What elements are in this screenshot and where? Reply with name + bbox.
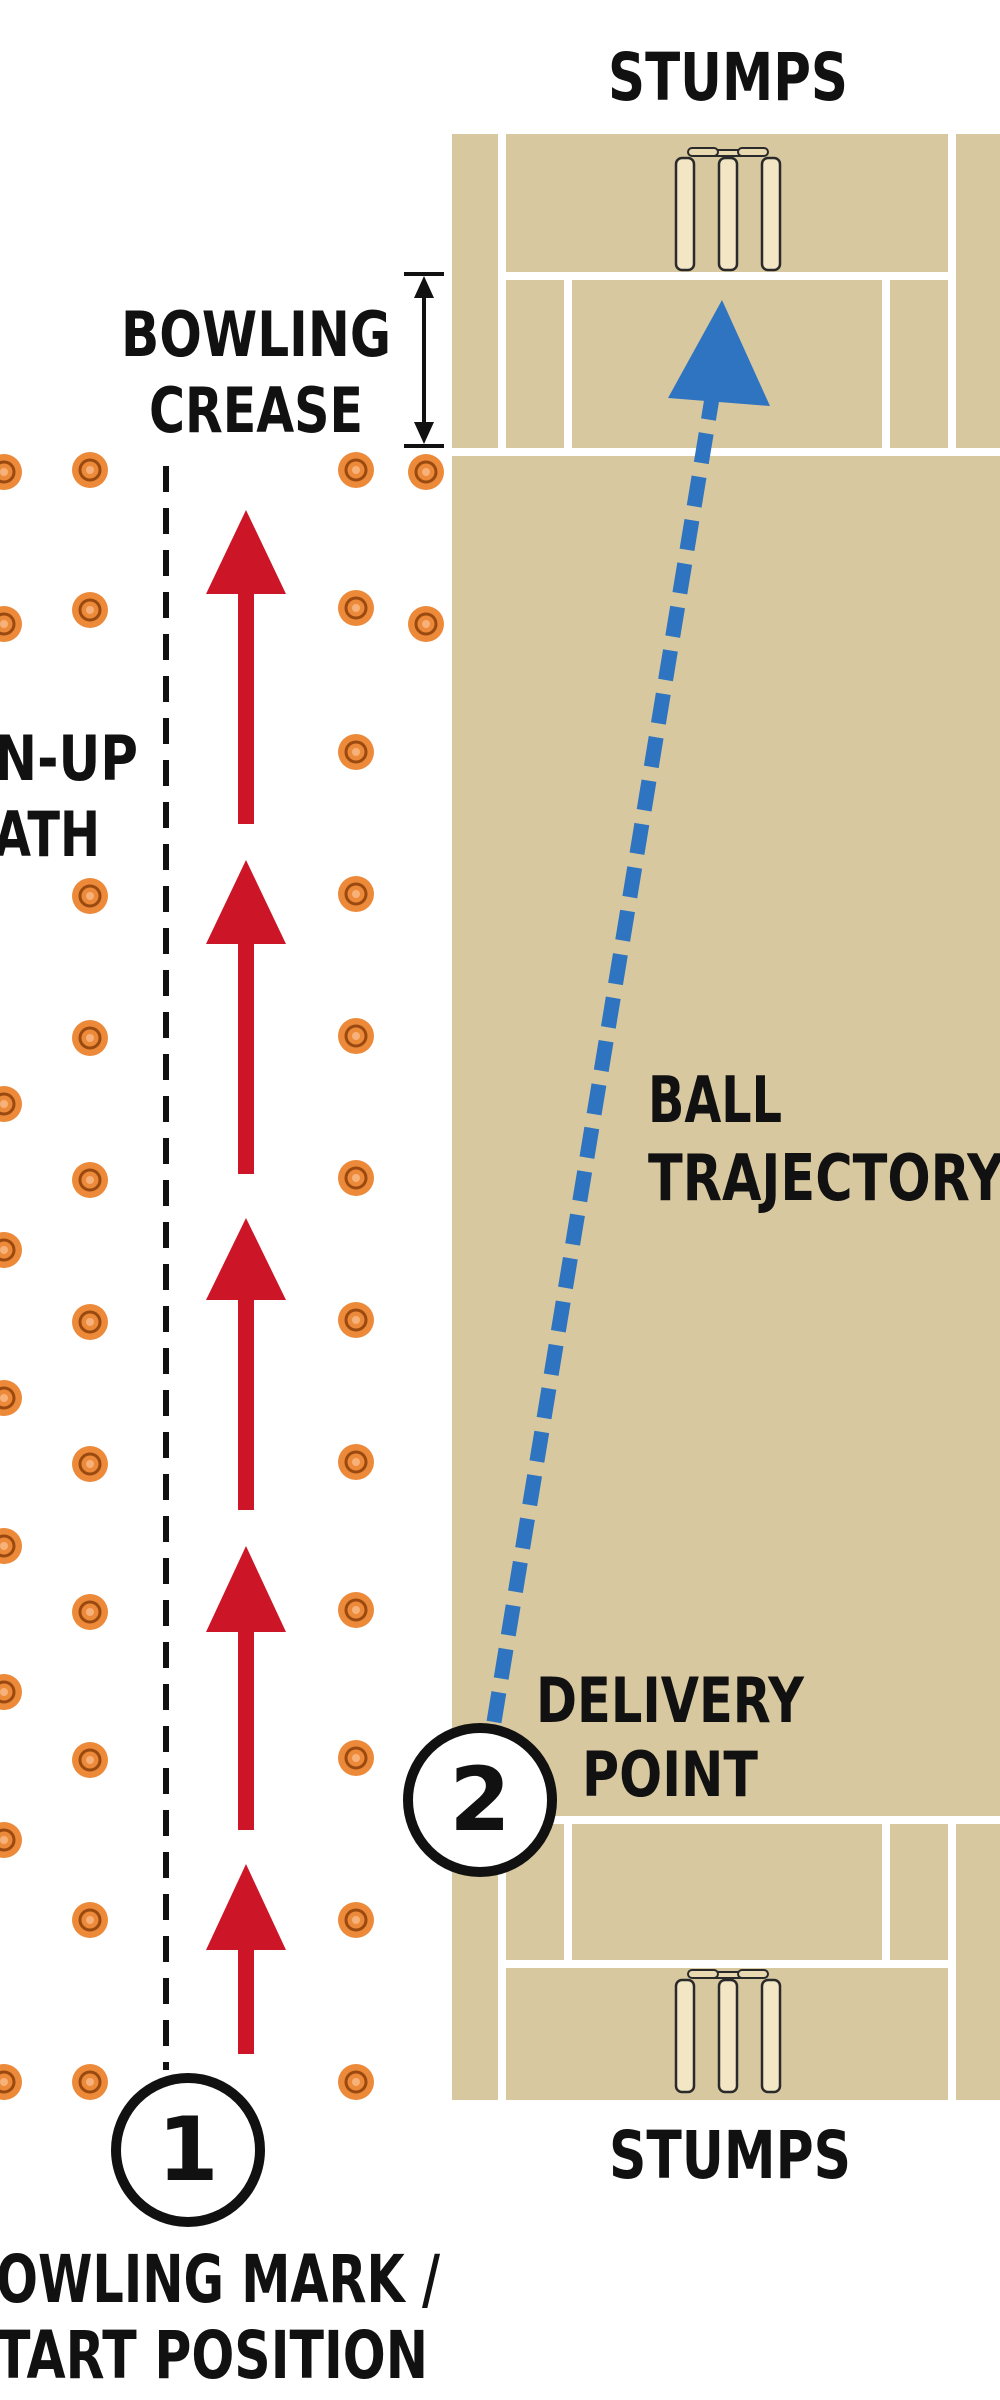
ball-trajectory-label-line1: BALL	[648, 1064, 782, 1138]
top-crease-lines	[452, 134, 1000, 456]
start-position-marker: 1	[111, 2073, 265, 2227]
cone-marker-icon	[336, 450, 376, 490]
bowling-crease-label-line1: BOWLING	[121, 298, 391, 371]
cone-marker-icon	[406, 452, 446, 492]
bowling-mark-label-line2: TART POSITION	[0, 2317, 428, 2394]
cone-marker-icon	[0, 1378, 24, 1418]
cone-marker-icon	[70, 450, 110, 490]
cone-marker-icon	[406, 604, 446, 644]
run-up-arrows	[206, 510, 286, 2054]
cone-marker-icon	[70, 1444, 110, 1484]
ball-trajectory-arrowhead	[668, 300, 770, 406]
dimension-arrow-icon	[404, 272, 444, 448]
delivery-point-label-line2: POINT	[582, 1738, 758, 1811]
cone-marker-icon	[70, 590, 110, 630]
delivery-point-marker: 2	[403, 1723, 557, 1877]
cone-marker-icon	[0, 1820, 24, 1860]
cone-marker-icon	[0, 1672, 24, 1712]
cone-marker-icon	[336, 1738, 376, 1778]
cone-marker-icon	[336, 1590, 376, 1630]
cone-marker-icon	[336, 2062, 376, 2102]
ball-trajectory-label-line2: TRAJECTORY	[648, 1142, 1000, 1216]
ball-trajectory-line	[486, 396, 720, 1724]
delivery-point-label-line1: DELIVERY	[536, 1664, 805, 1737]
cone-marker-icon	[0, 452, 24, 492]
cone-marker-icon	[70, 1302, 110, 1342]
cone-marker-icon	[70, 1018, 110, 1058]
delivery-point-number: 2	[449, 1748, 510, 1851]
cone-marker-icon	[70, 1592, 110, 1632]
cone-marker-icon	[0, 604, 24, 644]
run-up-path-label-line2: ATH	[0, 798, 100, 871]
arrow-up-icon	[206, 1546, 286, 1830]
run-up-path-label-line1: N-UP	[0, 722, 138, 795]
cone-marker-icon	[336, 732, 376, 772]
cone-marker-icon	[0, 1084, 24, 1124]
cone-marker-icon	[70, 2062, 110, 2102]
bowling-crease-label-line2: CREASE	[149, 374, 363, 447]
cone-marker-icon	[336, 1900, 376, 1940]
cone-marker-icon	[70, 1160, 110, 1200]
bowling-mark-label-line1: OWLING MARK /	[0, 2241, 441, 2318]
stumps-top-icon	[674, 146, 782, 272]
cone-marker-icon	[336, 1300, 376, 1340]
cone-marker-icon	[0, 1230, 24, 1270]
arrow-up-icon	[206, 510, 286, 824]
stumps-top-label: STUMPS	[608, 39, 848, 116]
stumps-bottom-label: STUMPS	[609, 2117, 851, 2194]
arrow-up-icon	[206, 1218, 286, 1510]
cone-marker-icon	[0, 1526, 24, 1566]
stumps-bottom-icon	[674, 1968, 782, 2094]
cone-marker-icon	[336, 588, 376, 628]
cone-marker-icon	[70, 876, 110, 916]
cone-marker-icon	[0, 2062, 24, 2102]
cone-marker-icon	[70, 1740, 110, 1780]
cone-marker-icon	[336, 1442, 376, 1482]
cone-marker-icon	[70, 1900, 110, 1940]
cone-marker-icon	[336, 1158, 376, 1198]
start-position-number: 1	[157, 2098, 218, 2201]
cone-marker-icon	[336, 874, 376, 914]
arrow-up-icon	[206, 1864, 286, 2054]
cone-marker-icon	[336, 1016, 376, 1056]
arrow-up-icon	[206, 860, 286, 1174]
